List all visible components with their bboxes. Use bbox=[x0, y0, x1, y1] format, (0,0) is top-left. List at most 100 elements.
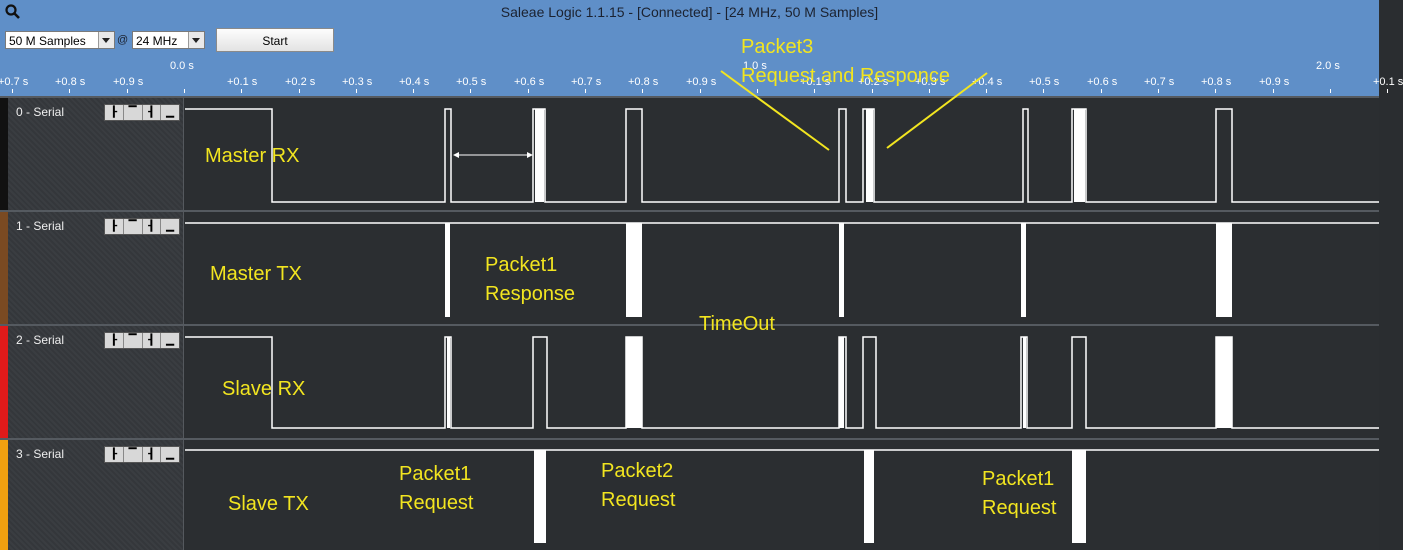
note-line: Request and Responce bbox=[741, 65, 951, 87]
ruler-tick-label: +0.8 s bbox=[1201, 76, 1232, 88]
ruler-tick-label: +0.7 s bbox=[1144, 76, 1175, 88]
ruler-tick-label: +0.9 s bbox=[113, 76, 144, 88]
waveform-1[interactable] bbox=[185, 212, 1379, 324]
slave-rx-note: Slave RX bbox=[222, 378, 306, 400]
ruler-tick-mark bbox=[1101, 89, 1102, 93]
high-level-icon[interactable]: ▔ bbox=[124, 219, 143, 234]
ruler-tick-label: +0.2 s bbox=[285, 76, 316, 88]
note-line: Packet3 bbox=[741, 36, 814, 58]
high-level-icon[interactable]: ▔ bbox=[124, 333, 143, 348]
trigger-buttons: ┠ ▔ ┨ ▁ bbox=[104, 332, 180, 349]
ruler-tick-label: +0.9 s bbox=[686, 76, 717, 88]
ruler-tick-mark bbox=[1387, 89, 1388, 93]
ruler-tick-mark bbox=[642, 89, 643, 93]
high-level-icon[interactable]: ▔ bbox=[124, 447, 143, 462]
ruler-tick-mark bbox=[413, 89, 414, 93]
channel-label-1[interactable]: 1 - Serial ┠ ▔ ┨ ▁ bbox=[0, 212, 184, 324]
master-rx-note: Master RX bbox=[205, 145, 300, 167]
channel-name: 1 - Serial bbox=[16, 219, 65, 233]
ruler-tick-label: +0.5 s bbox=[456, 76, 487, 88]
ruler-tick-label: +0.3 s bbox=[915, 76, 946, 88]
channel-row-2: 2 - Serial ┠ ▔ ┨ ▁ bbox=[0, 324, 1379, 438]
rising-edge-icon[interactable]: ┠ bbox=[105, 105, 124, 120]
falling-edge-icon[interactable]: ┨ bbox=[143, 447, 162, 462]
packet1-response-note: Packet1 Response bbox=[485, 251, 575, 309]
start-button[interactable]: Start bbox=[216, 28, 334, 52]
falling-edge-icon[interactable]: ┨ bbox=[143, 105, 162, 120]
low-level-icon[interactable]: ▁ bbox=[166, 335, 174, 346]
note-line: Packet1 bbox=[982, 468, 1055, 490]
ruler-tick-mark bbox=[241, 89, 242, 93]
timeout-note: TimeOut bbox=[699, 313, 775, 335]
ruler-tick-mark bbox=[470, 89, 471, 93]
packet1-request-note-a: Packet1 Request bbox=[399, 460, 474, 518]
channel-name: 2 - Serial bbox=[16, 333, 65, 347]
ruler-tick-mark bbox=[528, 89, 529, 93]
ruler-tick-mark bbox=[69, 89, 70, 93]
window-title: Saleae Logic 1.1.15 - [Connected] - [24 … bbox=[500, 4, 879, 20]
ruler-tick-label: +0.2 s bbox=[858, 76, 889, 88]
ruler-tick-label: +0.1 s bbox=[1373, 76, 1403, 88]
toolbar: 50 M Samples @ 24 MHz Start bbox=[0, 26, 1379, 60]
note-line: Packet1 bbox=[399, 463, 472, 485]
rising-edge-icon[interactable]: ┠ bbox=[105, 219, 124, 234]
ruler-tick-mark bbox=[184, 89, 185, 93]
channel-row-1: 1 - Serial ┠ ▔ ┨ ▁ bbox=[0, 210, 1379, 324]
at-symbol: @ bbox=[117, 34, 129, 46]
chevron-down-icon[interactable] bbox=[188, 32, 204, 48]
low-level-icon[interactable]: ▁ bbox=[166, 449, 174, 460]
note-line: Request bbox=[601, 489, 676, 511]
rising-edge-icon[interactable]: ┠ bbox=[105, 333, 124, 348]
sample-rate-select[interactable]: 24 MHz bbox=[132, 31, 205, 49]
channel-label-0[interactable]: 0 - Serial ┠ ▔ ┨ ▁ bbox=[0, 98, 184, 210]
waveform-2[interactable] bbox=[185, 326, 1379, 438]
trigger-buttons: ┠ ▔ ┨ ▁ bbox=[104, 446, 180, 463]
ruler-tick-mark bbox=[929, 89, 930, 93]
ruler-tick-label: +0.7 s bbox=[571, 76, 602, 88]
ruler-tick-mark bbox=[1215, 89, 1216, 93]
ruler-tick-mark bbox=[127, 89, 128, 93]
high-level-icon[interactable]: ▔ bbox=[124, 105, 143, 120]
samples-select[interactable]: 50 M Samples bbox=[5, 31, 115, 49]
ruler-tick-label: 2.0 s bbox=[1316, 60, 1340, 72]
master-tx-note: Master TX bbox=[210, 263, 302, 285]
packet3-note: Packet3 Request and Responce bbox=[741, 33, 950, 91]
channel-color-bar bbox=[0, 326, 8, 438]
low-level-icon[interactable]: ▁ bbox=[166, 221, 174, 232]
channel-color-bar bbox=[0, 98, 8, 210]
search-icon[interactable] bbox=[4, 3, 22, 21]
waveform-3[interactable] bbox=[185, 440, 1379, 550]
ruler-tick-label: 1.0 s bbox=[743, 60, 767, 72]
ruler-tick-mark bbox=[585, 89, 586, 93]
note-line: Packet1 bbox=[485, 254, 558, 276]
falling-edge-icon[interactable]: ┨ bbox=[143, 333, 162, 348]
rising-edge-icon[interactable]: ┠ bbox=[105, 447, 124, 462]
ruler-tick-mark bbox=[356, 89, 357, 93]
chevron-down-icon[interactable] bbox=[98, 32, 114, 48]
channel-label-3[interactable]: 3 - Serial ┠ ▔ ┨ ▁ bbox=[0, 440, 184, 550]
ruler-tick-label: +0.6 s bbox=[514, 76, 545, 88]
channel-name: 0 - Serial bbox=[16, 105, 65, 119]
ruler-tick-mark bbox=[1273, 89, 1274, 93]
waveform-0[interactable] bbox=[185, 98, 1379, 210]
ruler-tick-label: +0.9 s bbox=[1259, 76, 1290, 88]
note-line: Response bbox=[485, 283, 576, 305]
ruler-tick-label: +0.1 s bbox=[800, 76, 831, 88]
trigger-buttons: ┠ ▔ ┨ ▁ bbox=[104, 218, 180, 235]
ruler-tick-label: +0.8 s bbox=[55, 76, 86, 88]
note-line: Packet2 bbox=[601, 460, 674, 482]
ruler-tick-mark bbox=[986, 89, 987, 93]
ruler-tick-mark bbox=[700, 89, 701, 93]
low-level-icon[interactable]: ▁ bbox=[166, 107, 174, 118]
ruler-tick-label: +0.6 s bbox=[1087, 76, 1118, 88]
falling-edge-icon[interactable]: ┨ bbox=[143, 219, 162, 234]
samples-select-value: 50 M Samples bbox=[9, 34, 86, 48]
channel-label-2[interactable]: 2 - Serial ┠ ▔ ┨ ▁ bbox=[0, 326, 184, 438]
ruler-tick-label: +0.3 s bbox=[342, 76, 373, 88]
title-bar: Saleae Logic 1.1.15 - [Connected] - [24 … bbox=[0, 0, 1379, 26]
ruler-tick-mark bbox=[1158, 89, 1159, 93]
channel-color-bar bbox=[0, 212, 8, 324]
channel-row-3: 3 - Serial ┠ ▔ ┨ ▁ bbox=[0, 438, 1379, 550]
